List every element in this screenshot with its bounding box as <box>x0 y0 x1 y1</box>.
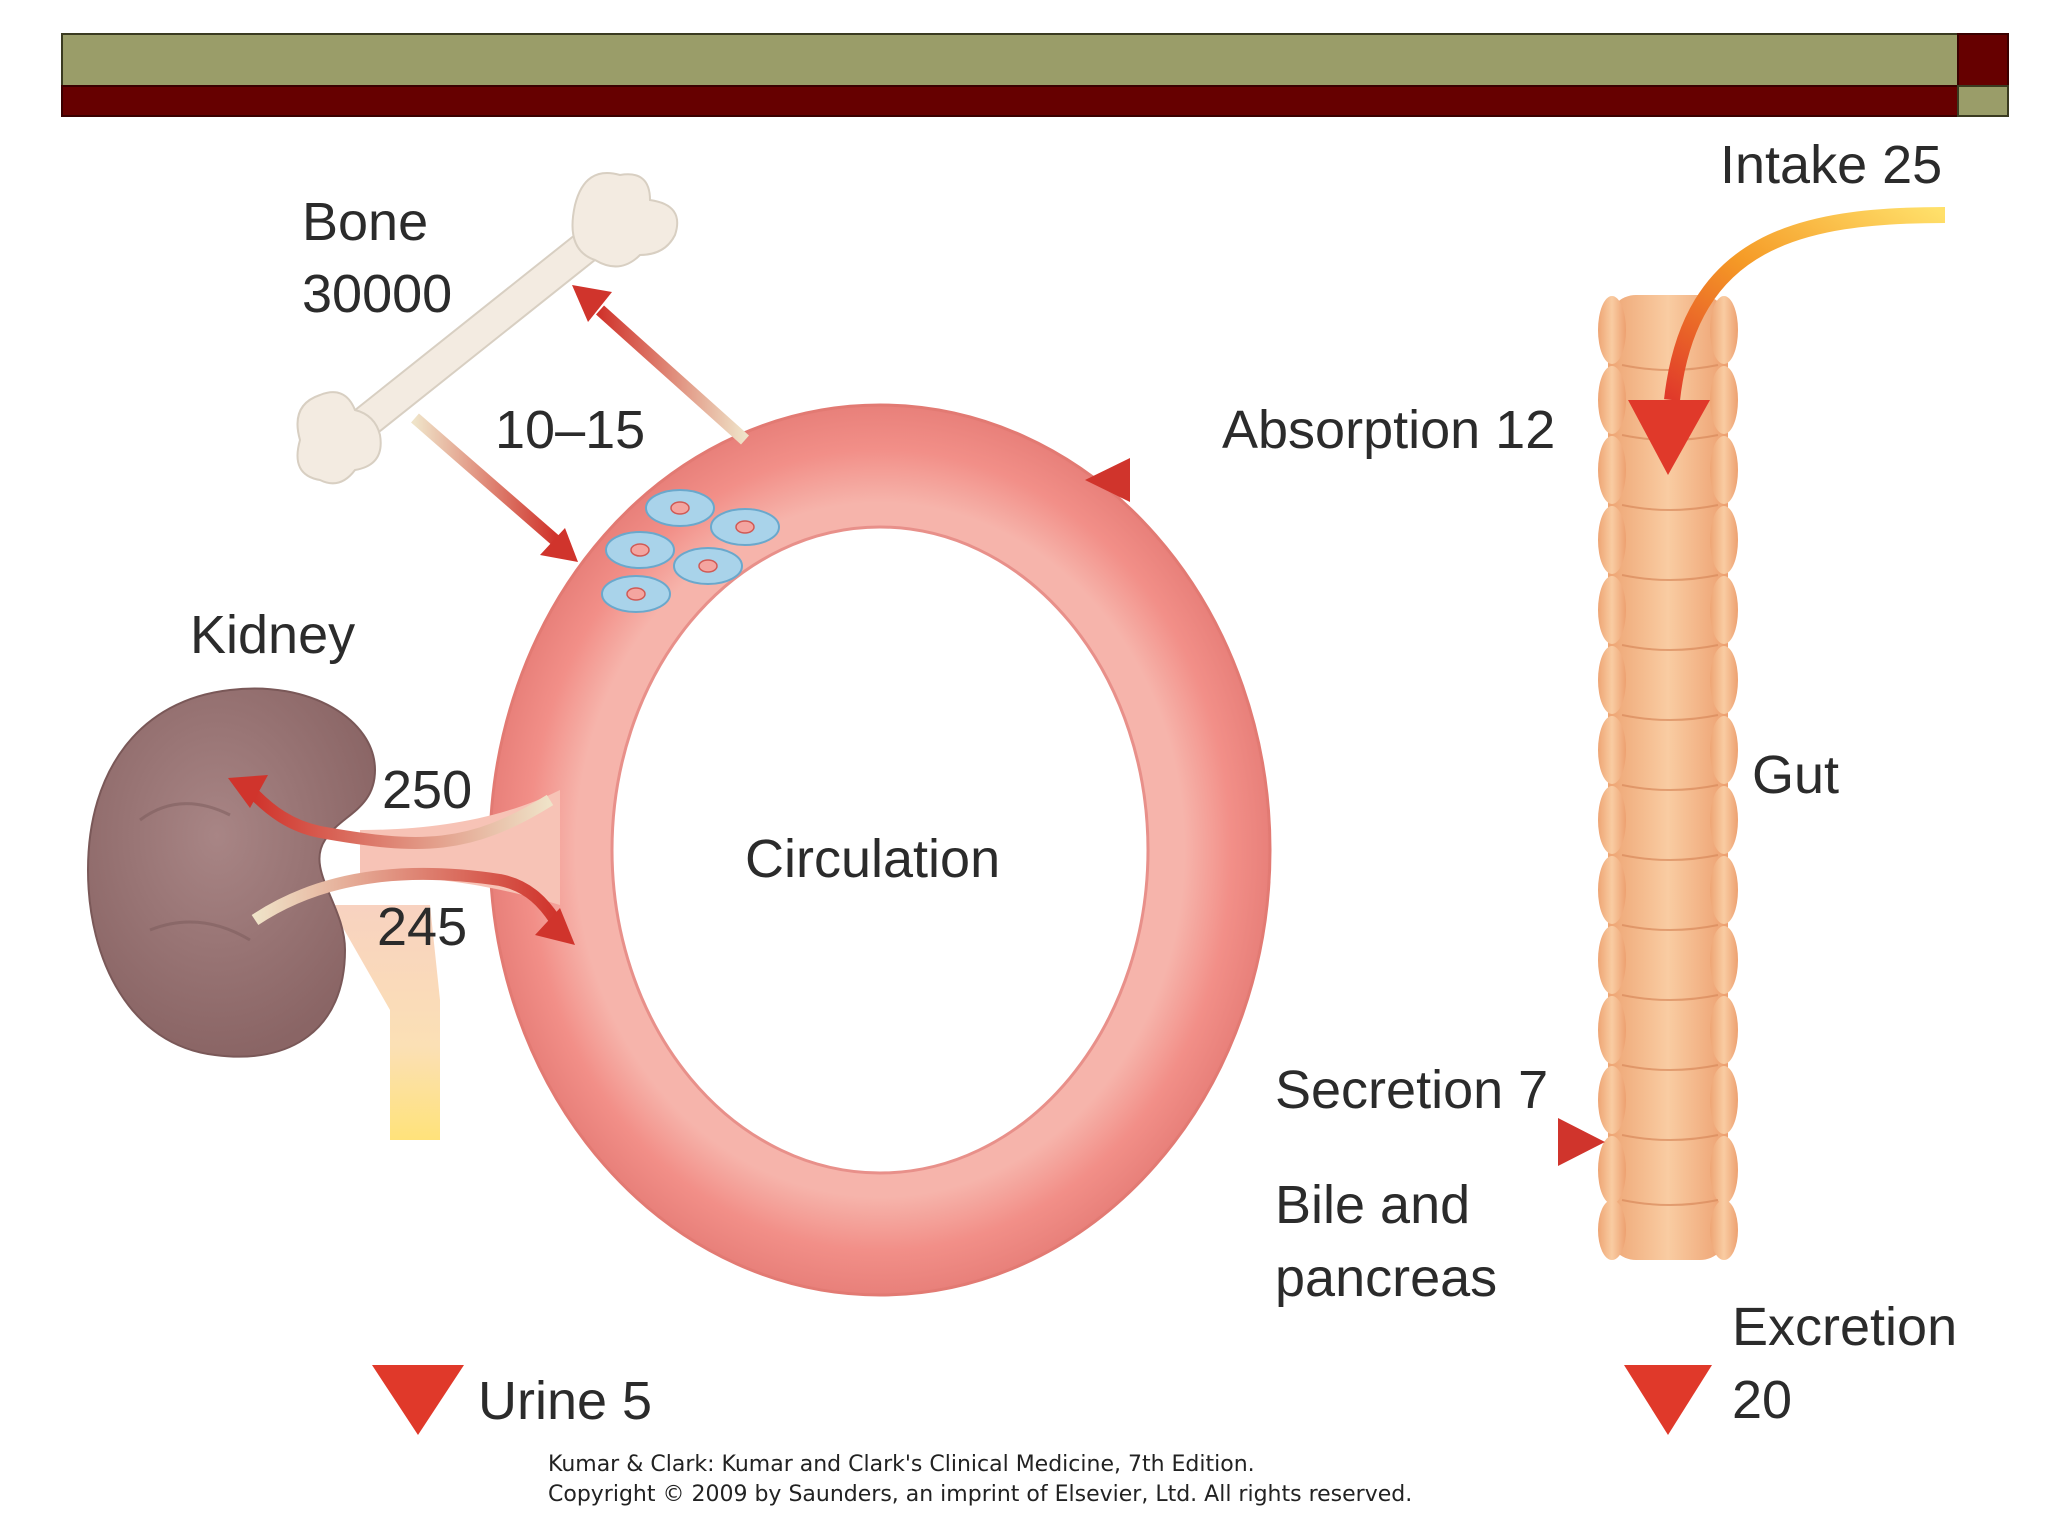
bone-illustration <box>296 172 679 485</box>
absorption-label: Absorption 12 <box>1222 400 1555 460</box>
header-bar <box>61 33 2009 117</box>
ureter <box>330 905 440 1140</box>
intake-arrow <box>1628 207 1946 475</box>
absorption-arrow <box>1085 458 1612 502</box>
circulation-label: Circulation <box>745 829 1000 889</box>
kidney-label: Kidney <box>190 605 355 665</box>
gut-label: Gut <box>1752 745 1839 805</box>
bone-label: Bone <box>302 192 428 252</box>
bone-formation-arrow <box>572 285 750 445</box>
circulation-ring <box>488 403 1272 1297</box>
bone-exchange-label: 10–15 <box>495 400 645 460</box>
bile-label-line1: Bile and <box>1275 1175 1470 1235</box>
credit-line-2: Copyright © 2009 by Saunders, an imprint… <box>548 1482 1412 1507</box>
renal-reabsorption-arrow <box>251 867 575 945</box>
excretion-label-line1: Excretion <box>1732 1297 1957 1357</box>
renal-filtration-arrow <box>228 775 554 849</box>
kidney-illustration <box>86 687 377 1058</box>
renal-filtered-label: 250 <box>382 760 472 820</box>
blood-cells <box>601 489 780 613</box>
gut-illustration <box>1598 295 1738 1260</box>
bone-resorption-arrow <box>411 413 578 562</box>
secretion-label: Secretion 7 <box>1275 1060 1548 1120</box>
excretion-label-line2: 20 <box>1732 1370 1792 1430</box>
excretion-arrow <box>1624 1155 1712 1435</box>
urine-arrow <box>372 1140 464 1435</box>
bone-amount-label: 30000 <box>302 264 452 324</box>
renal-reabsorbed-label: 245 <box>377 897 467 957</box>
bile-label-line2: pancreas <box>1275 1248 1497 1308</box>
secretion-arrow <box>1170 1118 1605 1166</box>
credit-line-1: Kumar & Clark: Kumar and Clark's Clinica… <box>548 1452 1255 1477</box>
urine-label: Urine 5 <box>478 1371 652 1431</box>
intake-label: Intake 25 <box>1720 135 1942 195</box>
